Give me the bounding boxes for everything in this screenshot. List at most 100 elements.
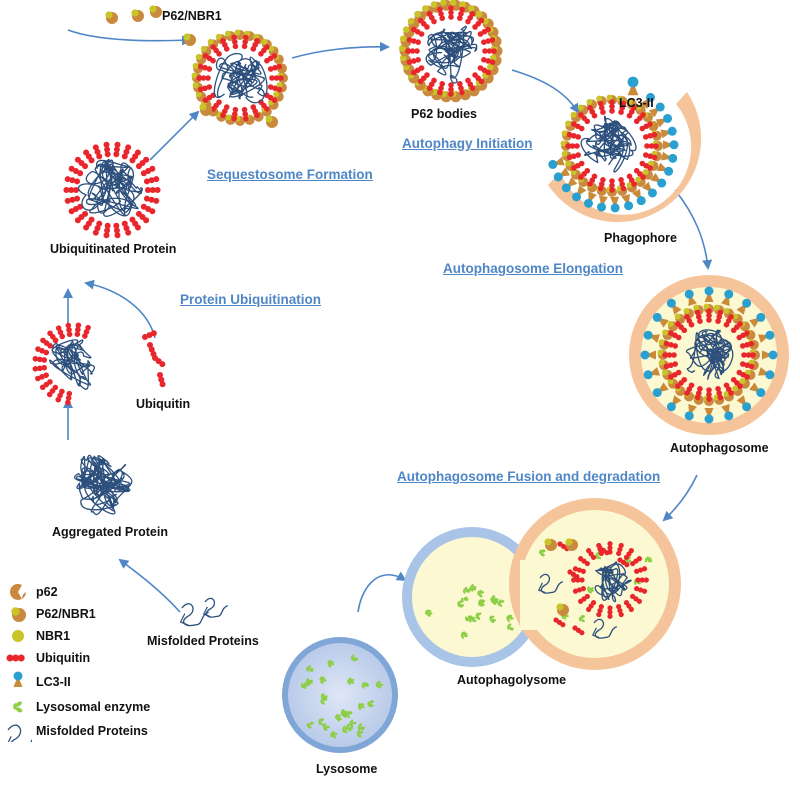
lc3-ii-icon — [13, 671, 23, 687]
misfolded-proteins-label: Misfolded Proteins — [147, 634, 259, 648]
ubiquitin-chain — [83, 216, 95, 231]
cycle-arrows — [63, 29, 713, 613]
lysosomal-enzyme — [478, 599, 486, 607]
ubiquitin-chain — [623, 600, 634, 612]
legend-item-lc3-ii: LC3-II — [4, 671, 71, 693]
lc3-ii — [704, 408, 714, 424]
ubiquitin-chain — [578, 112, 591, 125]
ubiquitin-chain — [635, 577, 649, 583]
lysosomal-enzyme — [506, 614, 514, 623]
lysosomal-enzyme — [322, 723, 330, 731]
lc3-ii — [13, 671, 23, 687]
ubiquitin-chain — [68, 165, 84, 177]
ubiquitin-chain — [82, 324, 91, 339]
ubiquitin-chain — [684, 314, 695, 328]
ubiquitin-chain — [121, 144, 132, 160]
ubiquitin-chain — [74, 210, 89, 224]
p62-nbr1-complex — [407, 17, 420, 30]
lc3-ii — [758, 330, 775, 343]
lysosome-label: Lysosome — [316, 762, 378, 776]
lysosomal-enzyme — [327, 659, 335, 668]
ubiquitin-chain — [609, 178, 615, 193]
lysosomal-enzyme — [347, 677, 355, 685]
ubiquitin-chain — [6, 654, 25, 662]
arrow-lysosome-to-fusion — [357, 571, 407, 613]
ubiquitin-chain — [723, 314, 734, 328]
ubiquitin-chain — [587, 173, 598, 187]
ubiquitin-chain — [40, 337, 53, 349]
ubiquitin-chain — [616, 604, 624, 618]
lc3-ii — [704, 286, 714, 302]
ubiquitin-chain — [694, 386, 703, 401]
ubiquitin-chain — [626, 173, 637, 187]
legend-label-lysosomal-enzyme: Lysosomal enzyme — [36, 700, 151, 714]
ubiquitin-chain — [571, 160, 585, 171]
ubiquitin-chain — [572, 566, 586, 574]
lysosomal-enzyme — [335, 714, 342, 722]
ubiquitin-chain — [663, 361, 678, 370]
ubiquitin-chain — [74, 156, 89, 170]
ubiquitin-chain — [740, 361, 755, 370]
ubiquitin-chain — [210, 44, 222, 57]
ubiquitin-chain — [417, 17, 430, 30]
ubiquitin-chain — [32, 364, 48, 372]
legend-label-p62: p62 — [36, 585, 58, 599]
p62-bodies — [398, 0, 503, 103]
lysosomal-enzyme — [301, 682, 309, 689]
ubiquitin-chain — [607, 541, 613, 555]
ubiquitin-chain — [405, 48, 420, 54]
p62-nbr1-complex — [105, 11, 118, 24]
ubiquitin-chain — [741, 352, 756, 358]
ubiquitin-chain — [675, 321, 688, 334]
protein-tangle — [685, 329, 734, 380]
ubiquitinated-protein — [63, 141, 161, 239]
ubiquitin-chain — [55, 325, 66, 340]
step-autophagosome-fusion: Autophagosome Fusion and degradation — [397, 469, 661, 484]
legend-label-p62-nbr1: P62/NBR1 — [36, 607, 96, 621]
lc3-ii — [736, 395, 752, 412]
ubiquitin-chain — [572, 586, 586, 594]
ubiquitin-chain — [113, 222, 121, 239]
ubiquitin-chain — [267, 84, 283, 93]
p62-nbr1-complex — [11, 607, 26, 622]
lysosomal-enzyme — [469, 584, 477, 592]
ubiquitin-chain — [715, 309, 724, 324]
ubiquitin-chain — [633, 167, 646, 180]
misfolded-proteins — [179, 597, 229, 627]
lc3-ii — [684, 404, 697, 421]
step-autophagy-initiation: Autophagy Initiation — [402, 136, 533, 151]
lc3-ii — [561, 177, 578, 193]
lysosomal-enzyme — [320, 697, 328, 705]
ubiquitin-chain — [448, 82, 454, 97]
ubiquitin-chain — [662, 352, 677, 358]
lc3-ii — [758, 367, 775, 380]
ubiquitin-chain — [410, 65, 425, 76]
ubiquitin-chain — [675, 376, 688, 389]
protein-tangle — [213, 52, 268, 104]
protein-tangle — [580, 115, 637, 173]
ubiquitin-chain — [129, 149, 141, 164]
ubiquitin-chain — [472, 72, 485, 85]
ubiquitin-chain — [197, 84, 213, 93]
lysosomal-enzyme — [318, 718, 325, 726]
p62-nbr1-icon — [11, 607, 26, 622]
ubiquitin-chain — [694, 309, 703, 324]
ubiquitin-chain — [736, 330, 750, 341]
lysosomal-enzyme — [367, 700, 375, 708]
ubiquitin-chain — [477, 65, 492, 76]
ubiquitin-chain — [456, 6, 465, 21]
ubiquitin-chain — [706, 387, 712, 402]
lc3-ii — [553, 167, 571, 182]
arrow-ubiquitin-addition — [84, 279, 156, 339]
ubiquitin-chain — [65, 390, 73, 406]
step-sequestosome-formation: Sequestosome Formation — [207, 167, 373, 182]
aggregated-protein-label: Aggregated Protein — [52, 525, 168, 539]
lc3-ii — [660, 126, 677, 139]
ubiquitin-chain — [135, 156, 150, 170]
ubiquitin-icon — [6, 654, 25, 662]
ubiquitin-chain — [616, 542, 624, 556]
lysosome — [282, 637, 398, 753]
p62-nbr1-complex — [183, 33, 196, 46]
ubiquitin-chain — [578, 556, 590, 567]
